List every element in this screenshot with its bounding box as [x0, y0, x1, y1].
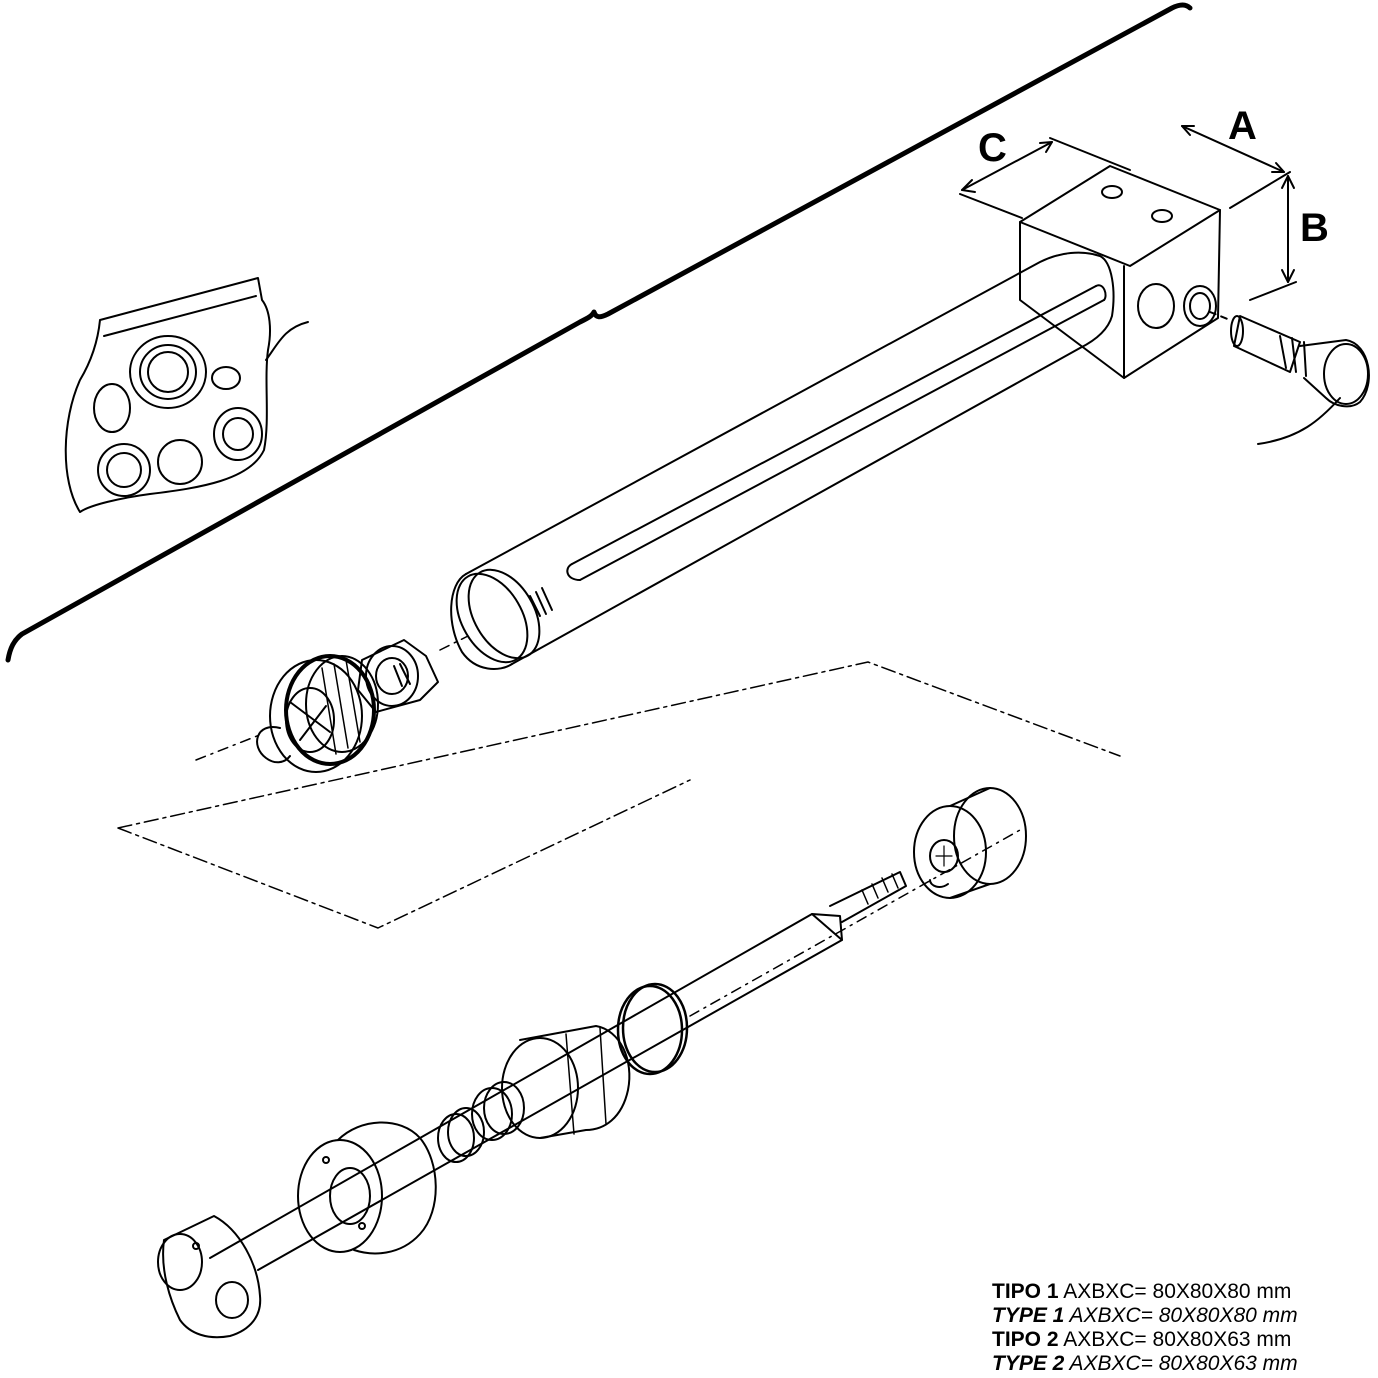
- piston-nut: [357, 639, 439, 713]
- cylinder-barrel: [450, 251, 1115, 670]
- note-type-1: TYPE 1 AXBXC= 80X80X80 mm: [992, 1304, 1298, 1327]
- separator-line: [5, 2, 1193, 663]
- rod-guide-bushing: [297, 1121, 437, 1255]
- axis-lines: [195, 635, 1021, 1017]
- dimension-c-label: C: [978, 126, 1007, 170]
- piston-rod: [209, 913, 843, 1271]
- rod-thread: [829, 871, 907, 923]
- piston-head: [913, 787, 1027, 899]
- rod-eye: [157, 1215, 262, 1339]
- dimension-b-label: B: [1300, 206, 1329, 250]
- dimension-lines: [959, 125, 1297, 301]
- guide-body: [501, 1025, 631, 1139]
- note-type-2: TYPE 2 AXBXC= 80X80X63 mm: [992, 1352, 1298, 1375]
- rod-seal: [437, 1081, 525, 1163]
- dimension-a-label: A: [1228, 104, 1257, 148]
- note-tipo-2: TIPO 2 AXBXC= 80X80X63 mm: [992, 1328, 1292, 1351]
- note-tipo-1: TIPO 1 AXBXC= 80X80X80 mm: [992, 1280, 1292, 1303]
- dimension-notes: TIPO 1 AXBXC= 80X80X80 mm TYPE 1 AXBXC= …: [992, 1280, 1298, 1376]
- o-ring: [616, 982, 689, 1076]
- gland-ring: [269, 654, 379, 773]
- end-block: [1019, 165, 1221, 379]
- circlip: [256, 726, 291, 764]
- seal-kit-card: [64, 277, 309, 513]
- check-valve-fitting: [1209, 311, 1370, 445]
- assembly-bracket: [117, 661, 1121, 929]
